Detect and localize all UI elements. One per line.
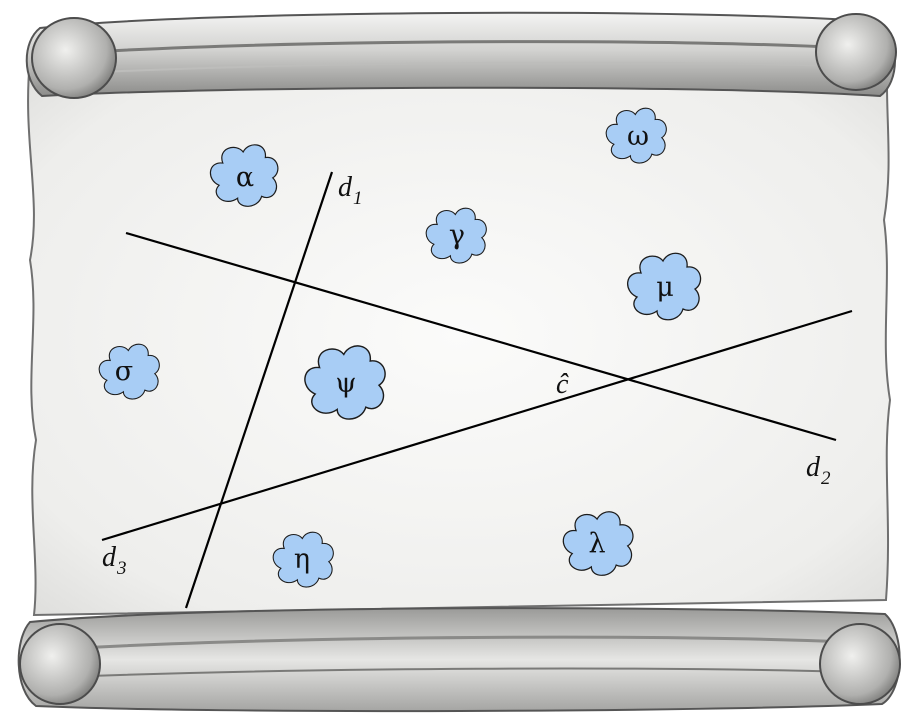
line-label-d3: d3 (102, 542, 127, 579)
bottom-left-roll-cap (19, 623, 101, 705)
top-right-roll-cap (815, 13, 897, 91)
region-label-gamma: γ (449, 220, 465, 251)
bottom-scroll-roll (17, 607, 901, 713)
line-label-d1: d1 (338, 172, 363, 209)
region-label-psi: ψ (335, 368, 356, 399)
region-label-mu: μ (656, 272, 674, 303)
region-label-lambda: λ (588, 528, 605, 559)
region-labels: α ω γ μ σ ψ η λ (115, 121, 674, 575)
parchment-sheet (27, 53, 892, 617)
top-scroll-roll (25, 11, 897, 99)
line-label-d2: d2 (806, 452, 831, 489)
lines (101, 171, 853, 609)
line-d1 (184, 171, 334, 609)
line-d3 (101, 309, 853, 542)
region-label-alpha: α (236, 162, 254, 193)
region-label-eta: η (294, 544, 310, 575)
bottom-right-roll-cap (819, 623, 901, 705)
line-d2 (125, 231, 837, 442)
point-label-c: ĉ (556, 369, 569, 400)
region-label-omega: ω (627, 121, 649, 152)
region-label-sigma: σ (115, 356, 133, 387)
top-left-roll-cap (31, 17, 117, 99)
